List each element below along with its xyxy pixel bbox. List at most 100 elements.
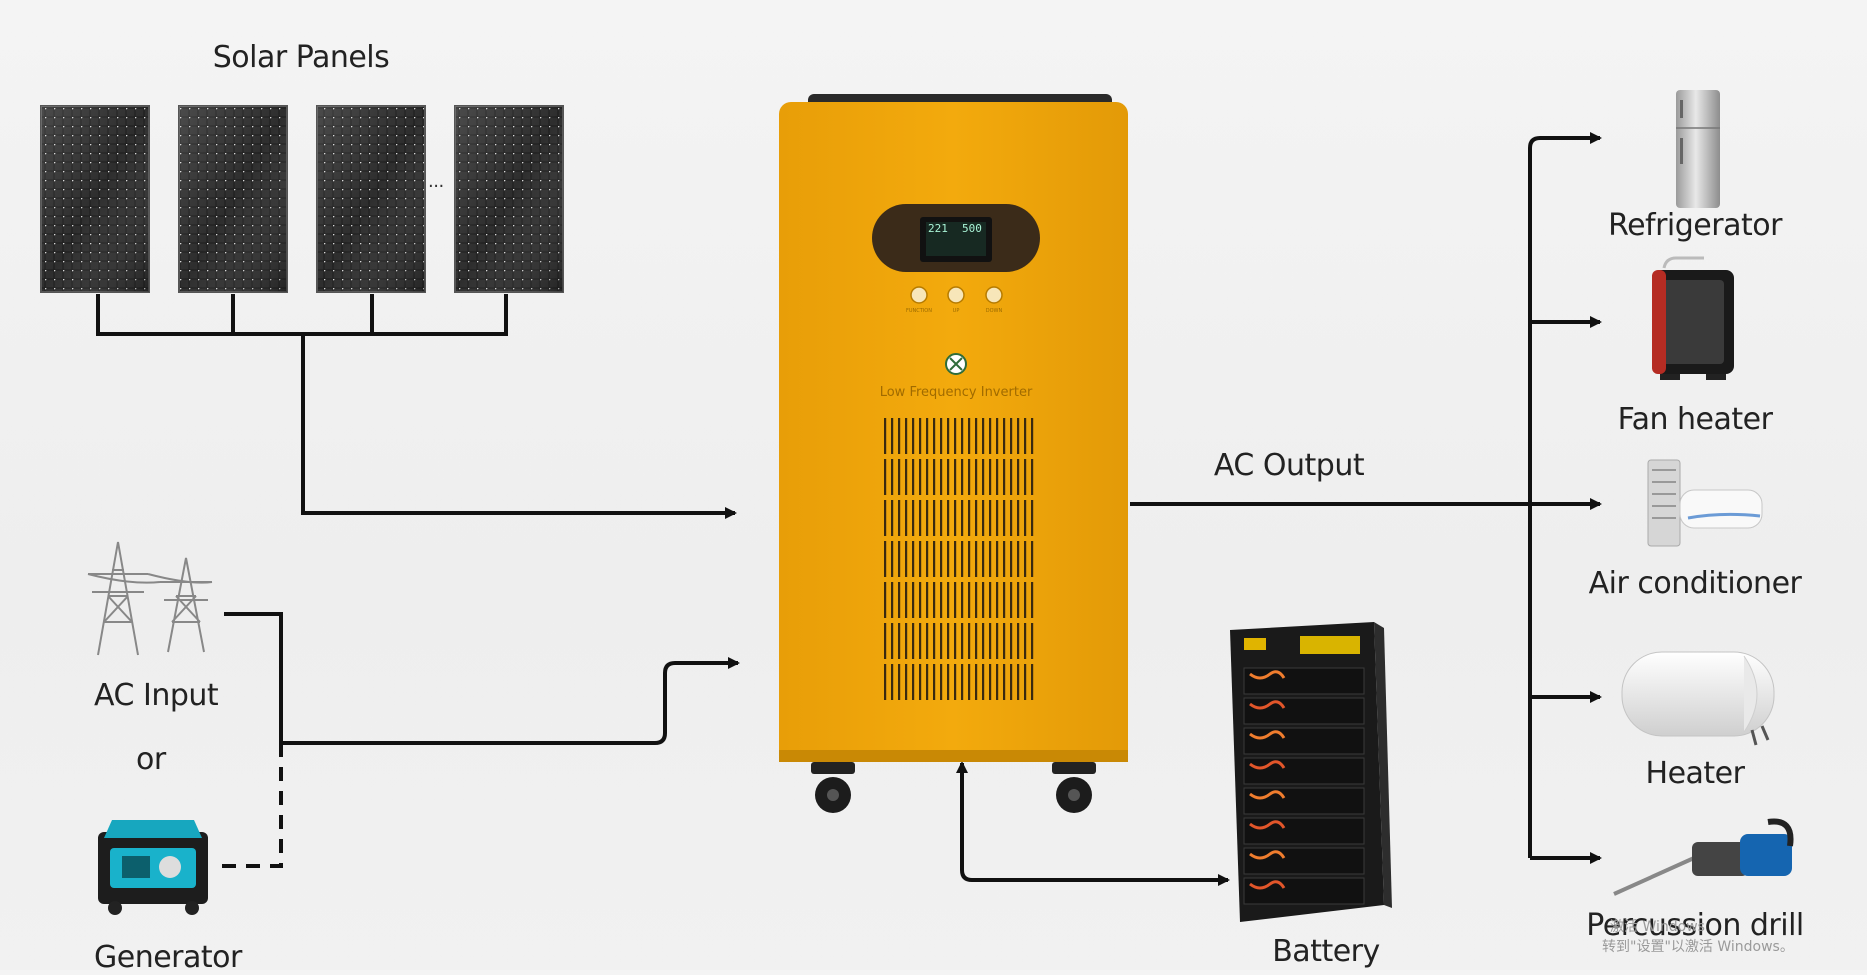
battery-module	[1243, 787, 1365, 815]
load-distribution-bus	[1528, 132, 1602, 858]
vent-slot	[996, 459, 999, 495]
battery-cable	[1249, 700, 1286, 710]
vent-slot	[905, 541, 908, 577]
vent-slot	[1031, 582, 1034, 618]
solar-panel-icon	[316, 105, 426, 293]
inverter-icon	[779, 94, 1128, 813]
vent-slot	[898, 500, 901, 536]
vent-slot	[1031, 623, 1034, 659]
vent-slot	[891, 500, 894, 536]
solar-to-inverter-arrow	[301, 334, 737, 519]
vent-slot	[898, 418, 901, 454]
panel-bus-line	[96, 294, 508, 336]
vent-slot	[1017, 418, 1020, 454]
vent-slot	[912, 541, 915, 577]
refrigerator-icon	[1676, 90, 1720, 208]
more-panels-ellipsis: ···	[428, 176, 444, 197]
power-tower-icon	[87, 541, 213, 656]
vent-slot	[912, 418, 915, 454]
vent-slot	[968, 541, 971, 577]
vent-slot	[919, 582, 922, 618]
down-button[interactable]	[985, 286, 1003, 304]
vent-slot	[926, 541, 929, 577]
battery-label: Battery	[1272, 934, 1380, 969]
windows-activation-watermark: 激活 Windows	[1610, 919, 1705, 935]
vent-slot	[968, 418, 971, 454]
vent-slot	[940, 500, 943, 536]
vent-slot	[940, 582, 943, 618]
vent-slot	[933, 623, 936, 659]
air-conditioner-icon	[1647, 459, 1763, 547]
vent-slot	[905, 500, 908, 536]
vent-slot	[912, 582, 915, 618]
up-button[interactable]	[947, 286, 965, 304]
battery-modules	[1243, 667, 1365, 905]
fan-heater-icon	[1652, 256, 1734, 380]
vent-slot	[926, 623, 929, 659]
vent-slot	[1010, 500, 1013, 536]
vent-slot	[975, 459, 978, 495]
battery-cable	[1249, 760, 1286, 770]
vent-slot	[1031, 541, 1034, 577]
wheel-right	[1052, 762, 1096, 813]
vent-slot	[996, 623, 999, 659]
vent-slot	[954, 664, 957, 700]
vent-slot	[1017, 500, 1020, 536]
vent-slot	[989, 459, 992, 495]
vent-slot	[996, 582, 999, 618]
vent-slot	[982, 623, 985, 659]
vent-slot	[905, 459, 908, 495]
display-right-readout: 500	[962, 222, 982, 235]
vent-slot	[1031, 459, 1034, 495]
vent-slot	[954, 500, 957, 536]
battery-module	[1243, 697, 1365, 725]
ac-input-to-inverter-arrow	[224, 612, 740, 745]
vent-slot	[891, 541, 894, 577]
vent-slot	[1010, 459, 1013, 495]
vent-slot	[919, 459, 922, 495]
generator-dashed-line	[222, 743, 283, 868]
vent-slot	[1031, 418, 1034, 454]
vent-slot	[884, 500, 887, 536]
vent-slot	[884, 623, 887, 659]
battery-module	[1243, 727, 1365, 755]
solar-panel-array	[40, 105, 564, 293]
battery-icon	[1230, 622, 1392, 922]
vent-slot	[1017, 664, 1020, 700]
battery-module	[1243, 877, 1365, 905]
vent-slot	[996, 418, 999, 454]
vent-slot	[919, 541, 922, 577]
function-button[interactable]	[910, 286, 928, 304]
vent-slot	[961, 664, 964, 700]
battery-module	[1243, 667, 1365, 695]
vent-slot	[884, 459, 887, 495]
vent-slot	[975, 582, 978, 618]
vent-slot	[989, 418, 992, 454]
battery-cable	[1249, 730, 1286, 740]
vent-slot	[954, 418, 957, 454]
vent-slot	[968, 582, 971, 618]
load-label-fan-heater: Fan heater	[1617, 402, 1773, 437]
vent-slot	[1024, 582, 1027, 618]
vent-slot	[989, 541, 992, 577]
battery-module	[1243, 757, 1365, 785]
vent-slot	[905, 418, 908, 454]
vent-slot	[982, 418, 985, 454]
load-label-refrigerator: Refrigerator	[1608, 208, 1782, 243]
vent-slot	[1024, 664, 1027, 700]
vent-slot	[898, 582, 901, 618]
load-label-heater: Heater	[1645, 756, 1745, 791]
wheel-left	[811, 762, 855, 813]
vent-slot	[968, 664, 971, 700]
vent-slot	[982, 582, 985, 618]
vent-slot	[975, 500, 978, 536]
windows-activation-hint: 转到"设置"以激活 Windows。	[1602, 939, 1794, 955]
battery-cable	[1249, 880, 1286, 890]
vent-slot	[982, 541, 985, 577]
vent-slot	[975, 664, 978, 700]
vent-slot	[947, 500, 950, 536]
vent-slot	[912, 623, 915, 659]
load-label-air-conditioner: Air conditioner	[1588, 566, 1802, 601]
